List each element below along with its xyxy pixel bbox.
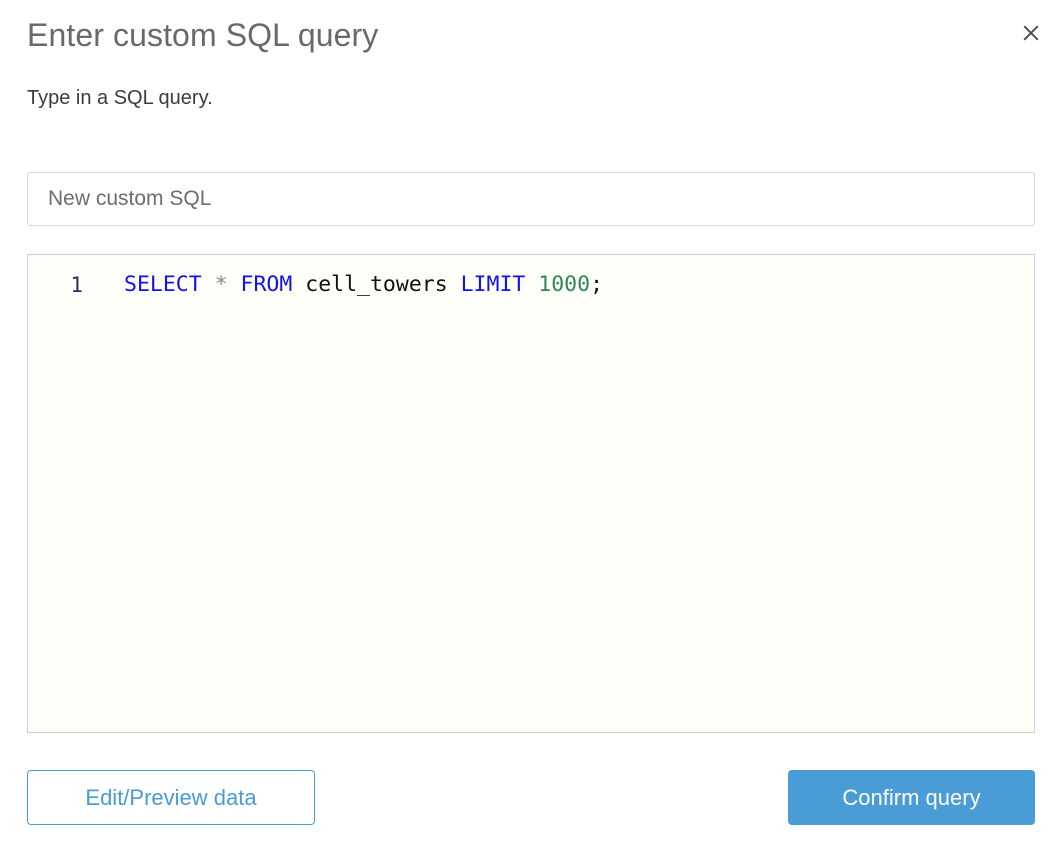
dialog-header: Enter custom SQL query bbox=[27, 14, 1047, 56]
sql-keyword-from: FROM bbox=[240, 272, 293, 297]
query-name-input[interactable] bbox=[27, 172, 1035, 226]
sql-keyword-limit: LIMIT bbox=[460, 272, 526, 297]
editor-gutter: 1 bbox=[28, 255, 96, 732]
edit-preview-data-button[interactable]: Edit/Preview data bbox=[27, 770, 315, 825]
close-button[interactable] bbox=[1013, 16, 1049, 50]
space bbox=[292, 272, 305, 297]
dialog-subtitle: Type in a SQL query. bbox=[27, 87, 213, 109]
sql-limit-value: 1000 bbox=[538, 272, 591, 297]
sql-semicolon: ; bbox=[590, 272, 604, 297]
sql-star: * bbox=[214, 272, 228, 297]
space bbox=[525, 272, 538, 297]
confirm-query-button[interactable]: Confirm query bbox=[788, 770, 1035, 825]
editor-code-area[interactable]: SELECT * FROM cell_towers LIMIT 1000; bbox=[96, 255, 1034, 732]
space bbox=[202, 272, 215, 297]
space bbox=[228, 272, 241, 297]
close-icon bbox=[1021, 23, 1041, 43]
sql-table-name: cell_towers bbox=[305, 272, 448, 297]
sql-keyword-select: SELECT bbox=[124, 272, 202, 297]
page-title: Enter custom SQL query bbox=[27, 17, 379, 53]
query-name-field-wrapper bbox=[27, 172, 1035, 226]
sql-editor[interactable]: 1 SELECT * FROM cell_towers LIMIT 1000; bbox=[27, 254, 1035, 733]
code-line: SELECT * FROM cell_towers LIMIT 1000; bbox=[124, 269, 1034, 301]
line-number: 1 bbox=[70, 273, 83, 297]
space bbox=[448, 272, 461, 297]
